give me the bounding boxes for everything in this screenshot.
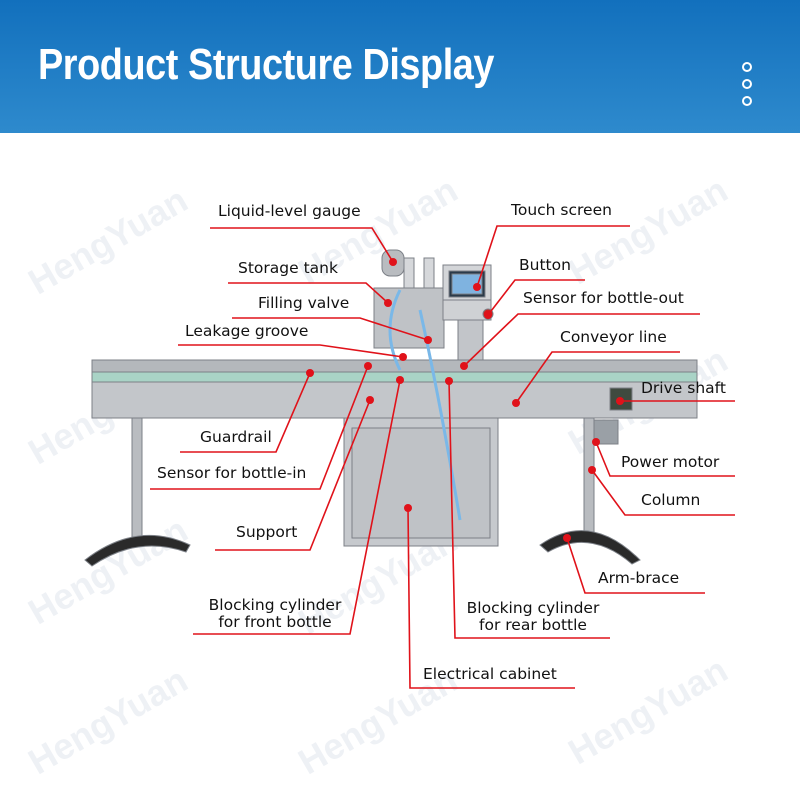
label-line: for front bottle [218,613,332,631]
label-storage-tank: Storage tank [238,259,338,277]
filling-machine [84,249,698,567]
label-touch-screen: Touch screen [511,201,612,219]
page-title: Product Structure Display [38,40,495,89]
label-sensor-bottle-out: Sensor for bottle-out [523,289,684,307]
label-sensor-bottle-in: Sensor for bottle-in [157,464,307,482]
label-filling-valve: Filling valve [258,294,350,312]
label-line: for rear bottle [479,616,587,634]
label-button: Button [519,256,571,274]
label-blocking-cylinder-front: Blocking cylinder for front bottle [200,597,350,631]
label-line: Blocking cylinder [208,596,342,614]
header-banner: Product Structure Display [0,0,800,133]
label-line: Blocking cylinder [466,599,600,617]
label-conveyor-line: Conveyor line [560,328,667,346]
label-leakage-groove: Leakage groove [185,322,309,340]
label-liquid-level-gauge: Liquid-level gauge [218,202,361,220]
leader-dots [306,258,624,542]
leader-lines [150,225,735,689]
label-electrical-cabinet: Electrical cabinet [423,665,557,683]
label-drive-shaft: Drive shaft [641,379,726,397]
dots-decoration-icon [742,62,752,113]
label-column: Column [641,491,701,509]
label-blocking-cylinder-rear: Blocking cylinder for rear bottle [458,600,608,634]
label-guardrail: Guardrail [200,428,272,446]
label-arm-brace: Arm-brace [598,569,680,587]
label-power-motor: Power motor [621,453,720,471]
label-support: Support [236,523,298,541]
